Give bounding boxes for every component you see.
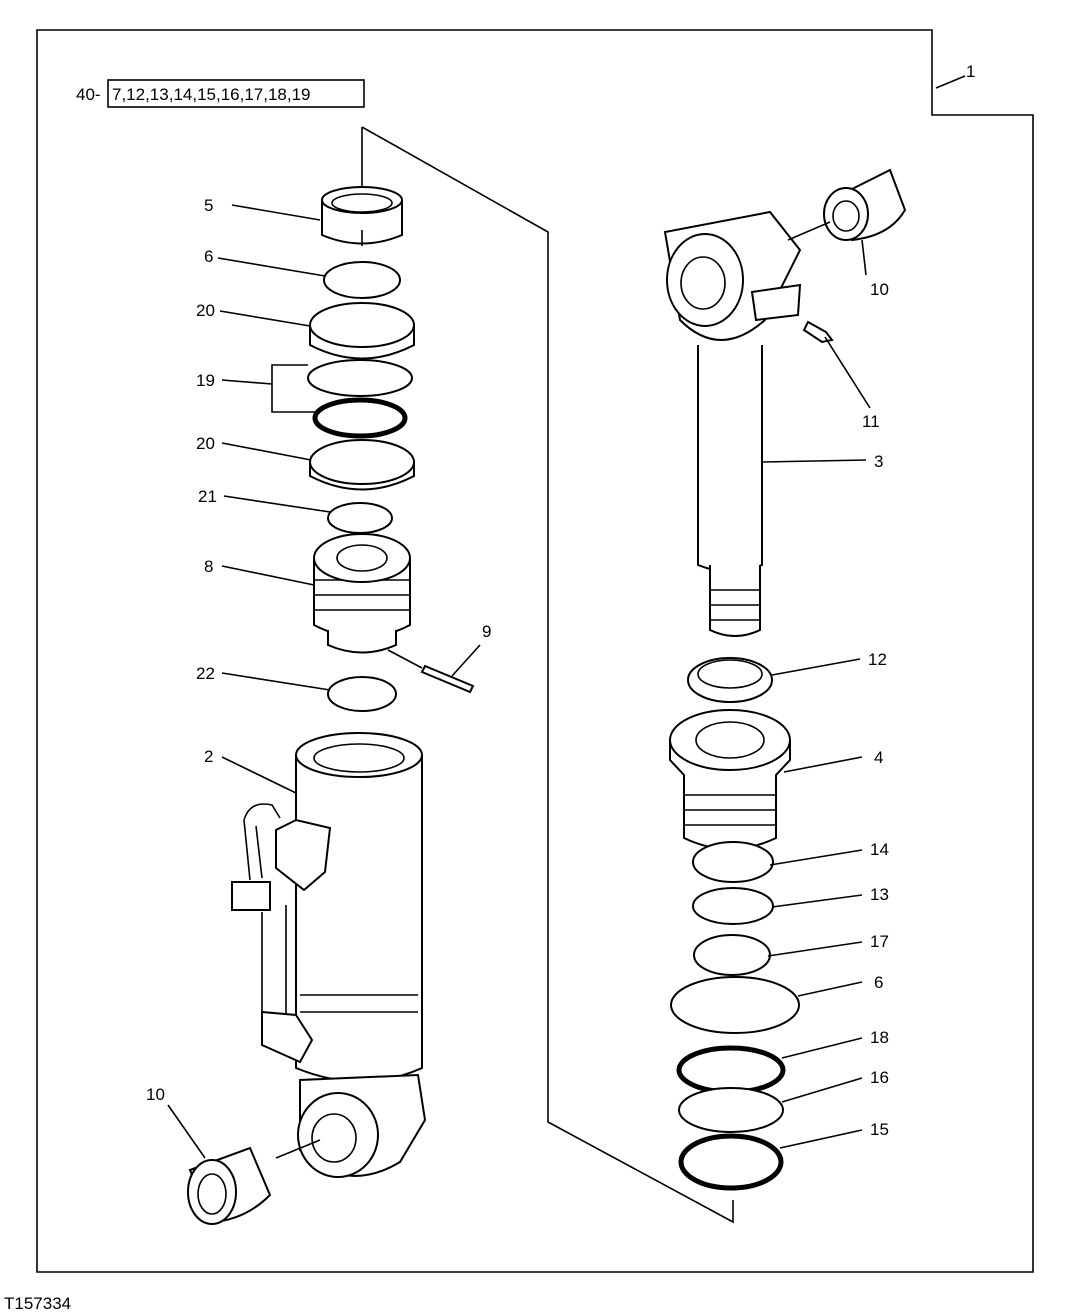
- part-17-ring: [693, 934, 771, 976]
- callout-5: 5: [204, 196, 213, 215]
- callout-20: 20: [196, 434, 215, 453]
- callout-1: 1: [966, 62, 975, 81]
- callout-4: 4: [874, 748, 883, 767]
- callout-13: 13: [870, 885, 889, 904]
- group-connector: [361, 126, 734, 1224]
- part-4-rod-guide: [669, 709, 791, 850]
- callout-12: 12: [868, 650, 887, 669]
- leader-lines: [167, 204, 871, 1159]
- part-2-cylinder-barrel: [231, 732, 427, 1178]
- callout-11: 11: [862, 412, 880, 431]
- callout-2: 2: [204, 747, 213, 766]
- part-14-ring: [692, 841, 774, 883]
- part-10-bushing-lower: [187, 1139, 321, 1225]
- part-15-seal: [678, 1133, 784, 1191]
- part-16-ring: [678, 1087, 784, 1133]
- part-18-seal: [676, 1045, 786, 1095]
- part-19-seal-b: [312, 397, 408, 439]
- kit-prefix: 40-: [76, 85, 101, 104]
- callout-10: 10: [146, 1085, 165, 1104]
- callout-16: 16: [870, 1068, 889, 1087]
- part-10-bushing-upper: [787, 168, 907, 242]
- part-3-piston-rod: [663, 210, 834, 637]
- part-22-snap-ring: [327, 676, 397, 712]
- callout-6: 6: [204, 247, 213, 266]
- callout-19: 19: [196, 371, 215, 390]
- callout-20: 20: [196, 301, 215, 320]
- callout-8: 8: [204, 557, 213, 576]
- part-6-ring: [323, 261, 401, 299]
- callout-17: 17: [870, 932, 889, 951]
- part-8-piston: [313, 533, 411, 654]
- callout-14: 14: [870, 840, 889, 859]
- callout-10: 10: [870, 280, 889, 299]
- callout-15: 15: [870, 1120, 889, 1139]
- callout-3: 3: [874, 452, 883, 471]
- part-5-bushing: [321, 186, 403, 246]
- callout-21: 21: [198, 487, 217, 506]
- part-20-ring-lower: [309, 439, 415, 491]
- callout-7: 6: [874, 973, 883, 992]
- part-7-o-ring: [670, 976, 800, 1034]
- part-9-pin: [420, 664, 475, 694]
- diagram-frame: [36, 29, 1034, 1273]
- kit-box: [107, 79, 365, 108]
- part-13-ring: [692, 887, 774, 925]
- part-21-ring: [327, 502, 393, 534]
- kit-items: 7,12,13,14,15,16,17,18,19: [112, 85, 311, 104]
- callout-22: 22: [196, 664, 215, 683]
- part-19-seal-a: [307, 359, 413, 397]
- part-20-ring-upper: [309, 302, 415, 360]
- figure-id: T157334: [4, 1294, 71, 1313]
- part-12-ring: [687, 657, 773, 703]
- callout-9: 9: [482, 622, 491, 641]
- callout-18: 18: [870, 1028, 889, 1047]
